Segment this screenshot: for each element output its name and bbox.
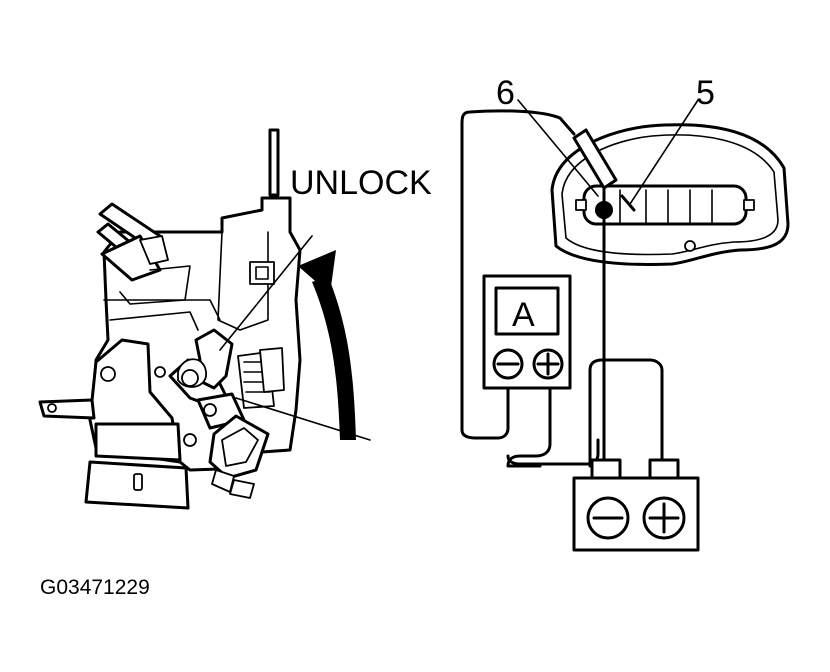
ammeter: A — [482, 274, 572, 390]
wires — [460, 109, 664, 468]
terminal-5-label: 5 — [696, 74, 715, 112]
ammeter-label: A — [512, 296, 535, 334]
door-lock-actuator — [38, 128, 371, 510]
battery — [572, 458, 700, 552]
battery-positive-icon — [642, 496, 686, 540]
meter-negative-icon — [492, 348, 524, 380]
unlock-label: UNLOCK — [290, 164, 432, 202]
meter-positive-icon — [532, 348, 564, 380]
figure-code: G03471229 — [40, 576, 150, 599]
test-probe — [572, 128, 618, 210]
unlock-arrow-icon — [298, 250, 356, 440]
connector-housing — [550, 123, 790, 266]
terminal-6-label: 6 — [496, 74, 515, 112]
leader-6 — [517, 99, 599, 197]
battery-negative-icon — [586, 496, 630, 540]
leader-5 — [629, 99, 699, 205]
